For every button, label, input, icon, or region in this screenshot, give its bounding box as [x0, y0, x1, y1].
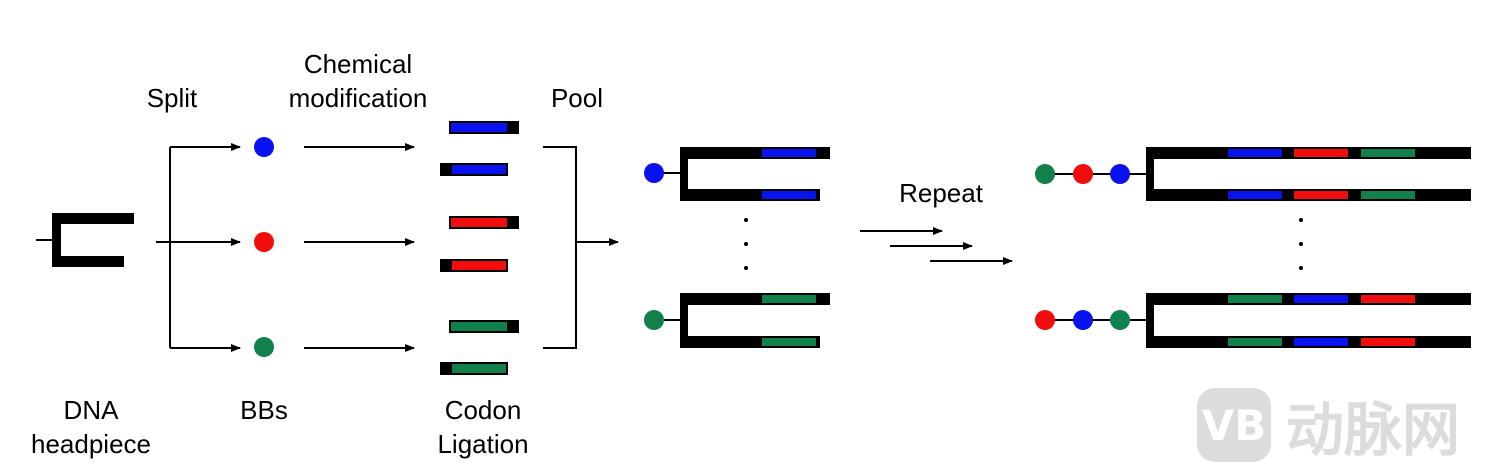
pooled-product-green	[644, 293, 830, 348]
ellipsis-dots-right	[1299, 218, 1303, 270]
dna-headpiece-label-line1: DNA	[64, 395, 120, 425]
chemical-modification-label-line2: modification	[289, 83, 428, 113]
dna-headpiece	[36, 213, 134, 267]
codon-ligation-label-line2: Ligation	[437, 429, 528, 459]
watermark-text: 动脉网	[1286, 396, 1460, 464]
codon-ligation-label-line1: Codon	[445, 395, 522, 425]
watermark-badge-icon	[1197, 388, 1271, 462]
library-member-top	[1035, 147, 1471, 201]
split-label: Split	[147, 83, 198, 113]
repeat-arrows	[860, 227, 1013, 265]
codon-blue-pair	[440, 121, 519, 176]
watermark: VB 动脉网	[1197, 388, 1460, 464]
watermark-badge-text: VB	[1202, 401, 1267, 450]
repeat-label: Repeat	[899, 178, 984, 208]
pool-bracket	[543, 146, 619, 349]
pool-label: Pool	[551, 83, 603, 113]
bbs-label: BBs	[240, 395, 288, 425]
building-block-green	[254, 337, 274, 357]
dna-headpiece-label-line2: headpiece	[31, 429, 151, 459]
codon-green-pair	[440, 320, 519, 375]
pooled-product-blue	[644, 147, 830, 201]
ellipsis-dots-middle	[744, 218, 748, 270]
modification-arrows	[304, 143, 415, 352]
library-member-bottom	[1035, 293, 1471, 348]
split-arrows	[156, 143, 241, 352]
codon-red-pair	[440, 216, 519, 272]
building-block-red	[254, 232, 274, 252]
chemical-modification-label-line1: Chemical	[304, 49, 412, 79]
building-block-blue	[254, 137, 274, 157]
